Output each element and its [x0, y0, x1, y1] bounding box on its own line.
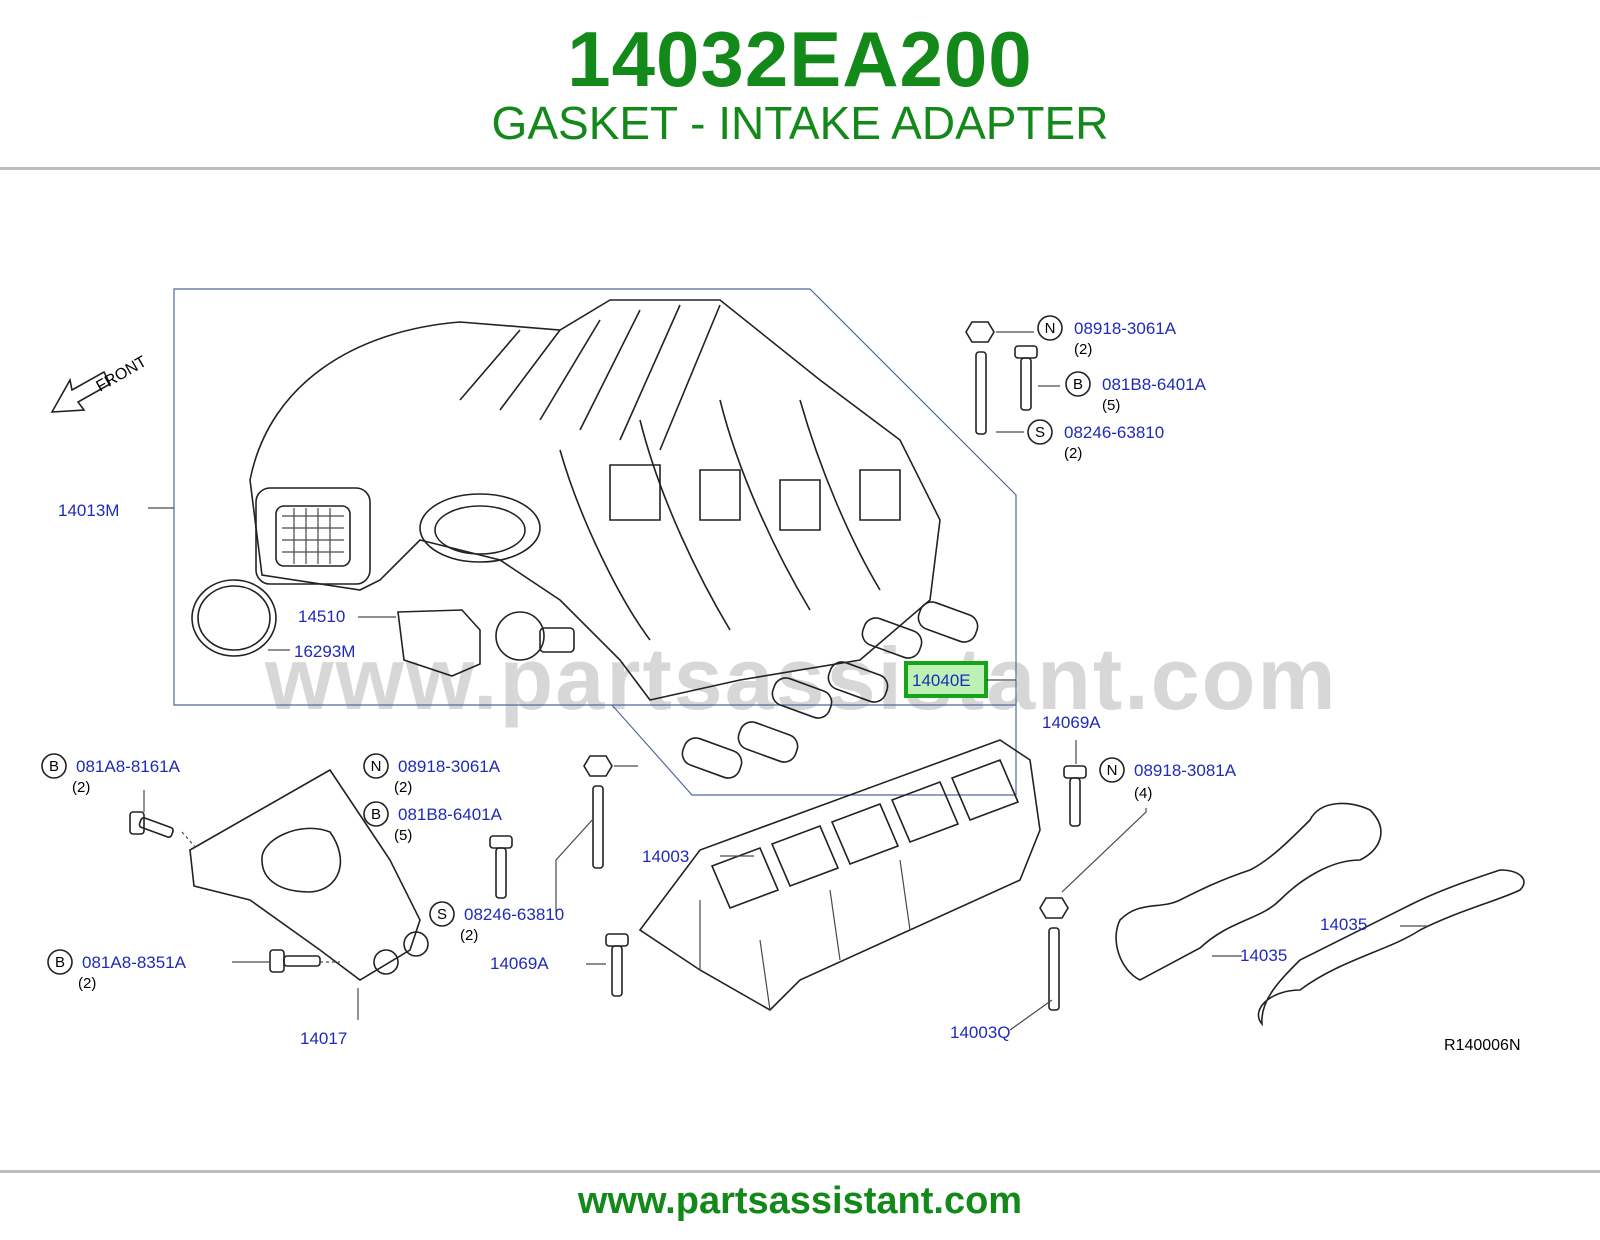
part-name-subtitle: GASKET - INTAKE ADAPTER [491, 97, 1109, 149]
svg-text:081B8-6401A: 081B8-6401A [398, 805, 503, 824]
label-14510: 14510 [298, 607, 345, 626]
fasteners-drawing [129, 321, 1087, 1011]
intake-adapter-drawing [638, 739, 1041, 1011]
svg-text:(2): (2) [1074, 341, 1092, 358]
callout-2: B 081B8-6401A (5) [1065, 371, 1207, 414]
upper-assembly-outline [173, 288, 1017, 706]
svg-text:N: N [1045, 320, 1056, 337]
svg-text:B: B [49, 758, 59, 775]
label-14003: 14003 [642, 847, 689, 866]
svg-text:08918-3081A: 08918-3081A [1134, 761, 1237, 780]
parts-diagram: FRONT [41, 288, 1525, 1054]
intake-collector-drawing [249, 299, 941, 701]
svg-text:(5): (5) [1102, 397, 1120, 414]
svg-text:B: B [55, 954, 65, 971]
gasket-group-outline [611, 704, 1017, 796]
label-14017: 14017 [300, 1029, 347, 1048]
exhaust-gaskets-drawing [1115, 802, 1525, 1027]
callout-4: B 081A8-8161A (2) [41, 753, 181, 796]
front-arrow-icon: FRONT [50, 353, 150, 413]
reference-code: R140006N [1444, 1037, 1521, 1054]
intake-adapter-gaskets [681, 601, 979, 779]
svg-text:08918-3061A: 08918-3061A [398, 757, 501, 776]
footer-divider [0, 1170, 1600, 1173]
svg-text:08246-63810: 08246-63810 [464, 905, 564, 924]
valve-assembly-drawing [397, 609, 575, 677]
svg-text:(2): (2) [1064, 445, 1082, 462]
callout-6: B 081B8-6401A (5) [363, 801, 503, 844]
svg-text:B: B [371, 806, 381, 823]
svg-text:081A8-8351A: 081A8-8351A [82, 953, 187, 972]
svg-text:N: N [371, 758, 382, 775]
callout-9: N 08918-3081A (4) [1099, 757, 1237, 802]
svg-text:081A8-8161A: 081A8-8161A [76, 757, 181, 776]
callout-8: B 081A8-8351A (2) [47, 949, 187, 992]
callout-1: N 08918-3061A (2) [1037, 315, 1177, 358]
callout-3: S 08246-63810 (2) [1027, 419, 1164, 462]
label-14035-b: 14035 [1240, 946, 1287, 965]
front-label: FRONT [94, 353, 150, 395]
label-14035-a: 14035 [1320, 915, 1367, 934]
label-14013M: 14013M [58, 501, 119, 520]
svg-text:S: S [437, 906, 447, 923]
header-divider [0, 167, 1600, 170]
svg-text:08246-63810: 08246-63810 [1064, 423, 1164, 442]
label-14003Q: 14003Q [950, 1023, 1011, 1042]
svg-text:(2): (2) [72, 779, 90, 796]
svg-text:S: S [1035, 424, 1045, 441]
svg-text:(2): (2) [394, 779, 412, 796]
label-16293M: 16293M [294, 642, 355, 661]
leader-lines [143, 331, 1428, 1031]
svg-text:(4): (4) [1134, 785, 1152, 802]
throttle-ring-gasket [191, 579, 277, 657]
part-number-title: 14032EA200 [567, 15, 1033, 103]
svg-text:B: B [1073, 376, 1083, 393]
label-14069A-top: 14069A [1042, 713, 1101, 732]
svg-text:081B8-6401A: 081B8-6401A [1102, 375, 1207, 394]
label-14069A-bottom: 14069A [490, 954, 549, 973]
svg-text:(2): (2) [78, 975, 96, 992]
callout-7: S 08246-63810 (2) [429, 901, 564, 944]
svg-text:(5): (5) [394, 827, 412, 844]
site-url[interactable]: www.partsassistant.com [577, 1180, 1023, 1222]
svg-text:(2): (2) [460, 927, 478, 944]
callout-5: N 08918-3061A (2) [363, 753, 501, 796]
svg-text:N: N [1107, 762, 1118, 779]
bracket-drawing [189, 768, 429, 981]
label-14040E: 14040E [912, 671, 971, 690]
svg-text:08918-3061A: 08918-3061A [1074, 319, 1177, 338]
